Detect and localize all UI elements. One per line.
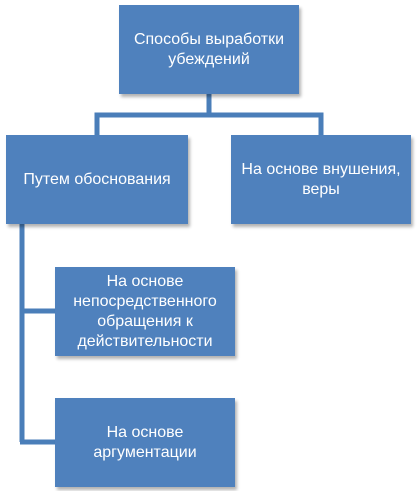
node-child-2-label: На основе аргументации bbox=[93, 423, 197, 461]
node-left-branch-label: Путем обоснования bbox=[23, 170, 171, 188]
node-root: Способы выработки убеждений bbox=[119, 5, 299, 94]
node-right-branch-label: На основе внушения, веры bbox=[241, 160, 401, 198]
connector-branch-bar bbox=[94, 112, 324, 135]
node-right-branch: На основе внушения, веры bbox=[231, 135, 411, 224]
node-left-branch: Путем обоснования bbox=[6, 135, 188, 224]
node-root-label: Способы выработки убеждений bbox=[133, 30, 285, 68]
node-child-1-label: На основе непосредственного обращения к … bbox=[73, 272, 217, 350]
node-child-2: На основе аргументации bbox=[55, 398, 235, 487]
node-child-1: На основе непосредственного обращения к … bbox=[55, 267, 235, 356]
